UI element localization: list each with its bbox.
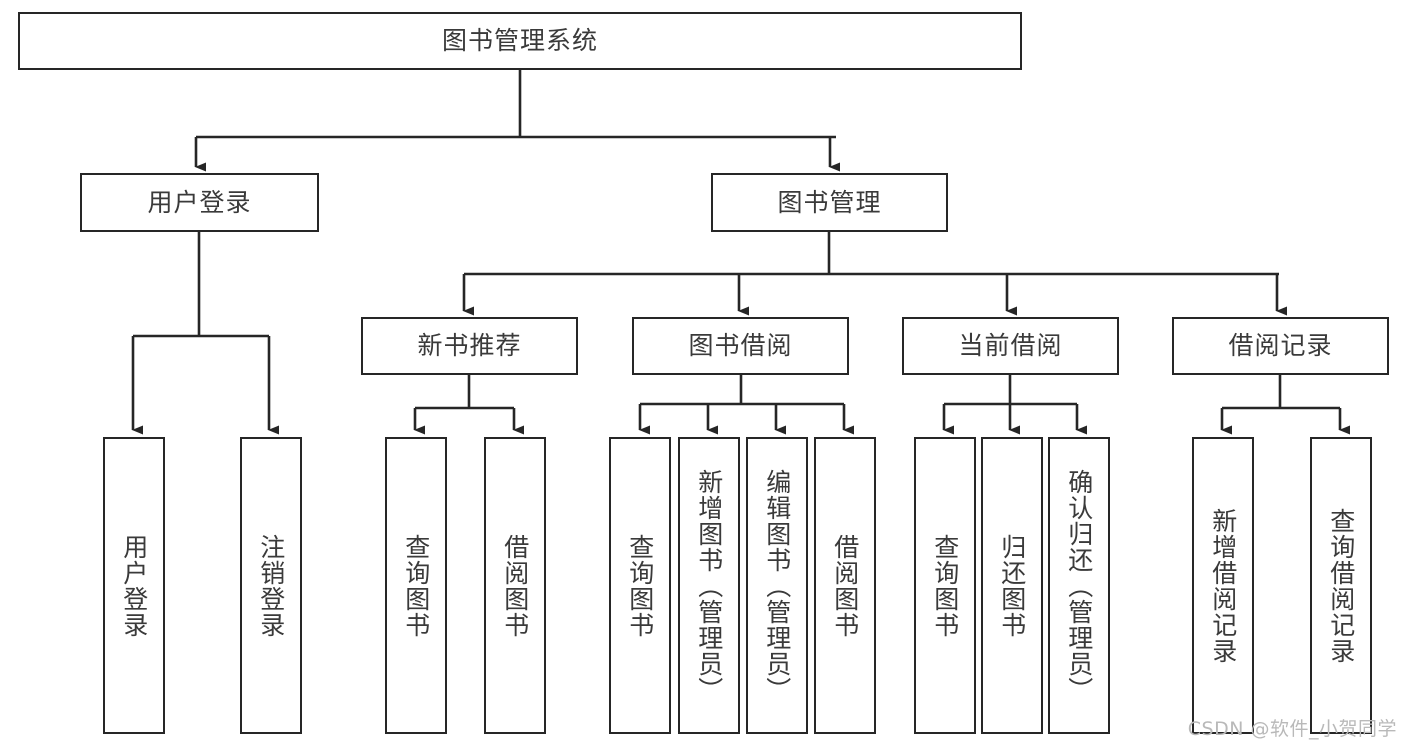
node-current-borrow-label: 当前借阅 (958, 331, 1063, 360)
node-book-manage[interactable]: 图书管理 (711, 173, 948, 232)
node-book-borrow-label: 图书借阅 (688, 331, 793, 360)
node-leaf-return-book[interactable]: 归还图书 (981, 437, 1043, 734)
node-user-login-label: 用户登录 (147, 187, 252, 217)
node-leaf-edit-book-label: 编辑图书（管理员） (762, 468, 792, 703)
csdn-watermark: CSDN @软件_小贺同学 (1187, 718, 1397, 740)
node-leaf-query-book-3[interactable]: 查询图书 (914, 437, 976, 734)
node-leaf-add-record-label: 新增借阅记录 (1208, 507, 1238, 664)
node-leaf-return-book-label: 归还图书 (997, 533, 1027, 638)
node-leaf-query-book-1[interactable]: 查询图书 (385, 437, 447, 734)
node-leaf-borrow-book-2-label: 借阅图书 (830, 533, 860, 638)
node-book-borrow[interactable]: 图书借阅 (632, 317, 849, 375)
node-borrow-record-label: 借阅记录 (1228, 331, 1333, 360)
node-leaf-borrow-book-1-label: 借阅图书 (500, 533, 530, 638)
node-leaf-query-book-2-label: 查询图书 (625, 533, 655, 638)
node-leaf-query-record-label: 查询借阅记录 (1326, 507, 1356, 664)
node-user-login[interactable]: 用户登录 (80, 173, 319, 232)
node-leaf-user-login-label: 用户登录 (119, 533, 149, 638)
node-leaf-query-book-3-label: 查询图书 (930, 533, 960, 638)
node-leaf-logout[interactable]: 注销登录 (240, 437, 302, 734)
node-leaf-add-record[interactable]: 新增借阅记录 (1192, 437, 1254, 734)
node-borrow-record[interactable]: 借阅记录 (1172, 317, 1389, 375)
node-new-book-rec[interactable]: 新书推荐 (361, 317, 578, 375)
node-leaf-query-book-1-label: 查询图书 (401, 533, 431, 638)
node-book-manage-label: 图书管理 (777, 187, 882, 217)
node-leaf-logout-label: 注销登录 (256, 533, 286, 638)
node-current-borrow[interactable]: 当前借阅 (902, 317, 1119, 375)
node-leaf-confirm-return-label: 确认归还（管理员） (1064, 468, 1094, 703)
node-leaf-query-book-2[interactable]: 查询图书 (609, 437, 671, 734)
node-root[interactable]: 图书管理系统 (18, 12, 1022, 70)
node-leaf-add-book-label: 新增图书（管理员） (694, 468, 724, 703)
node-leaf-edit-book[interactable]: 编辑图书（管理员） (746, 437, 808, 734)
node-leaf-confirm-return[interactable]: 确认归还（管理员） (1048, 437, 1110, 734)
node-new-book-rec-label: 新书推荐 (417, 331, 522, 360)
node-leaf-add-book[interactable]: 新增图书（管理员） (678, 437, 740, 734)
node-leaf-user-login[interactable]: 用户登录 (103, 437, 165, 734)
node-leaf-borrow-book-2[interactable]: 借阅图书 (814, 437, 876, 734)
node-root-label: 图书管理系统 (441, 26, 598, 55)
node-leaf-borrow-book-1[interactable]: 借阅图书 (484, 437, 546, 734)
node-leaf-query-record[interactable]: 查询借阅记录 (1310, 437, 1372, 734)
